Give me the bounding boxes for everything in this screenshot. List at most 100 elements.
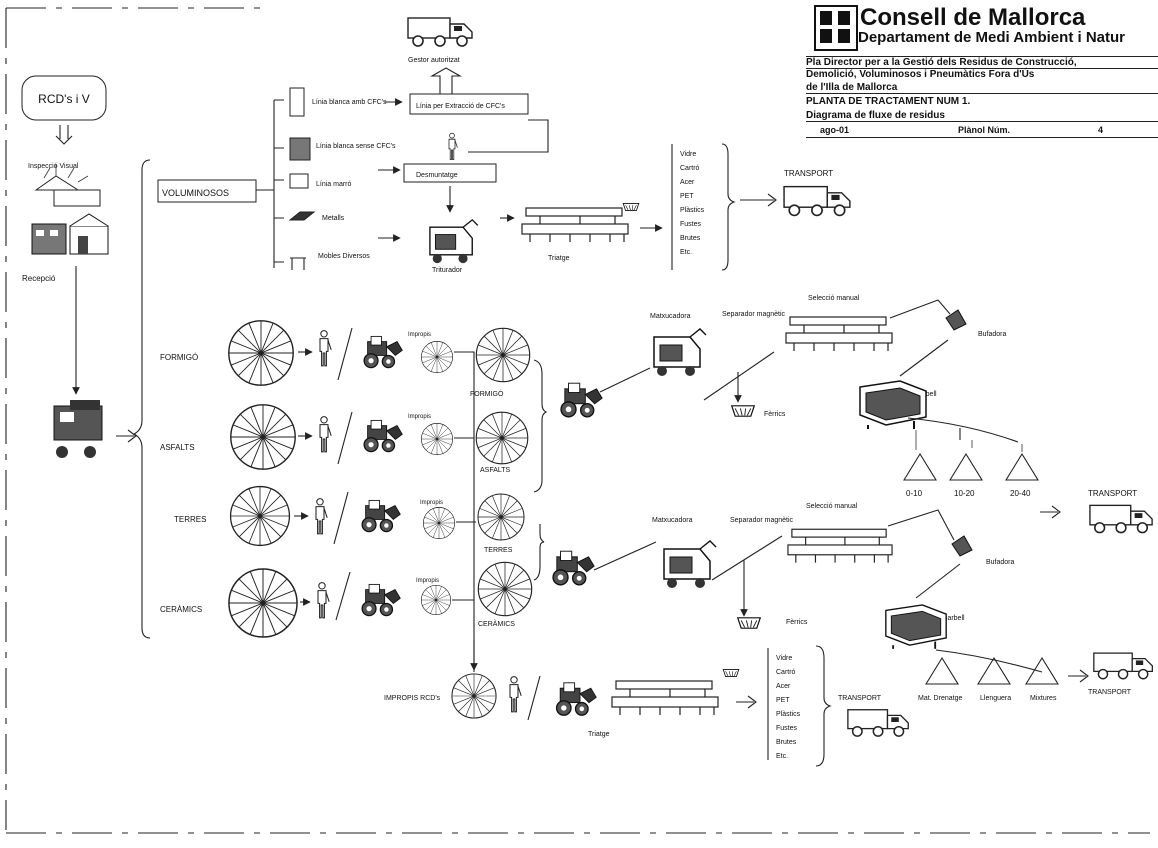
cfc-extraction-label: Línia per Extracció de CFC's (416, 103, 505, 110)
line-a-fraction-1: 0-10 (906, 489, 923, 498)
sorting-basket-icon (623, 203, 639, 210)
material-item: Etc. (680, 249, 692, 256)
line-b-ferrous-label: Fèrrics (786, 619, 808, 626)
line-a-ferrous-basket (732, 406, 755, 416)
voluminosos-branches (256, 100, 284, 268)
white-cfc-label: Línia blanca amb CFC's (312, 99, 387, 106)
terres-label: TERRES (174, 515, 206, 524)
voluminosos-label: VOLUMINOSOS (162, 188, 229, 198)
terres-sorted-pile (478, 494, 524, 540)
lower-brace (534, 524, 544, 580)
brown-label: Línia marró (316, 181, 352, 188)
material-item: PET (680, 193, 694, 200)
impropis-pile-3 (423, 507, 454, 538)
line-b-product-2: Llenguera (980, 695, 1011, 702)
line-a-ferrous-label: Fèrrics (764, 411, 786, 418)
formigo-loader-icon (364, 336, 402, 367)
impropis-pile-4 (421, 585, 450, 614)
line-b-feed (594, 542, 656, 570)
upper-brace (534, 360, 546, 492)
asfalts-sorted-pile (476, 412, 528, 464)
material-item: Vidre (680, 151, 696, 158)
line-b-product-3: Mixtures (1030, 695, 1057, 702)
plan-line-3: de l'Illa de Mallorca (806, 82, 1158, 94)
material-item: Brutes (680, 235, 701, 242)
line-b-ferrous-basket (738, 618, 761, 628)
furniture-icon (290, 258, 306, 270)
terres-sorted-label: TERRES (484, 547, 513, 554)
line-b-transport-arrow (1068, 670, 1088, 682)
line-a-manual-label: Selecció manual (808, 295, 860, 302)
material-item: Acer (680, 179, 695, 186)
department-name: Departament de Medi Ambient i Natur (858, 29, 1125, 46)
material-item: Vidre (776, 655, 792, 662)
line-a-screen-icon (860, 381, 926, 429)
formigo-row: FORMIGÓ (160, 321, 402, 385)
dismantling-label: Desmuntatge (416, 172, 458, 179)
asfalts-sorted-label: ASFALTS (480, 467, 511, 474)
impropis-rcd-label: IMPROPIS RCD's (384, 695, 441, 702)
line-a-transport-truck (1090, 505, 1152, 532)
title-block: Consell de Mallorca Departament de Medi … (806, 2, 1158, 152)
line-b-crusher-icon (664, 541, 716, 588)
ceramics-worker-icon (318, 583, 329, 618)
asfalts-worker-icon (320, 417, 331, 452)
line-b-to-blower (888, 510, 954, 540)
line-b-manual-label: Selecció manual (806, 503, 858, 510)
tv-icon (290, 174, 308, 188)
ceramics-loader-icon (362, 584, 400, 615)
asfalts-row: ASFALTS (160, 405, 402, 469)
line-a-outputs (908, 418, 1018, 442)
line-a-transport-label: TRANSPORT (1088, 489, 1137, 498)
cfc-up-arrow (432, 68, 460, 94)
plant-name: PLANTA DE TRACTAMENT NUM 1. (806, 96, 1158, 107)
inspection-icon (36, 164, 100, 206)
bottom-transport-label: TRANSPORT (838, 695, 882, 702)
furniture-label: Mobles Diversos (318, 253, 370, 260)
material-item: Etc. (776, 753, 788, 760)
reception-label: Recepció (22, 274, 56, 283)
material-item: Brutes (776, 739, 797, 746)
line-a-fraction-2: 10-20 (954, 489, 975, 498)
line-b-belt (712, 536, 782, 580)
shredder-label: Triturador (432, 267, 463, 274)
terres-loader-icon (362, 500, 400, 531)
metals-label: Metalls (322, 215, 345, 222)
line-b-magnetic-label: Separador magnètic (730, 517, 794, 524)
line-a-magnetic-label: Separador magnètic (722, 311, 786, 318)
to-transport-arrow (740, 194, 776, 206)
impropis-sort-label: Triatge (588, 731, 610, 738)
line-b-blower-label: Bufadora (986, 559, 1015, 566)
bottom-materials-list: Vidre Cartró Acer PET Plàstics Fustes Br… (776, 655, 801, 760)
diagram-date: ago-01 (820, 125, 849, 135)
sorting-conveyor-icon (522, 208, 628, 242)
line-b-screen-icon (886, 605, 946, 649)
formigo-label: FORMIGÓ (160, 353, 198, 362)
terres-pile (231, 487, 290, 546)
ceramics-sorted-pile (478, 562, 531, 615)
fridge-cfc-icon (290, 88, 304, 116)
reception-building-icon (32, 214, 108, 254)
asfalts-pile (231, 405, 295, 469)
organization-name: Consell de Mallorca (860, 4, 1085, 32)
line-a-belt (704, 352, 774, 400)
materials-brace (722, 144, 734, 270)
formigo-pile (229, 321, 293, 385)
ceramics-pile (229, 569, 297, 637)
formigo-sorted-label: FORMIGÓ (470, 389, 504, 398)
line-a-stockpiles (904, 454, 1038, 480)
consell-logo-icon (814, 5, 858, 51)
impropis-worker-icon (510, 677, 521, 712)
material-item: Plàstics (776, 711, 801, 718)
line-a-crusher-icon (654, 329, 706, 376)
ceramics-row: CERÀMICS (160, 569, 400, 637)
voluminosos-transport-truck (784, 187, 850, 216)
impropis-label-1: Impropis (408, 332, 431, 338)
input-label: RCD's i V (38, 92, 90, 106)
line-a-transport-arrow (1040, 506, 1060, 518)
terres-worker-icon (316, 499, 327, 534)
terres-row: TERRES (174, 487, 400, 546)
impropis-loader-icon (557, 683, 597, 715)
impropis-collector (452, 352, 476, 672)
